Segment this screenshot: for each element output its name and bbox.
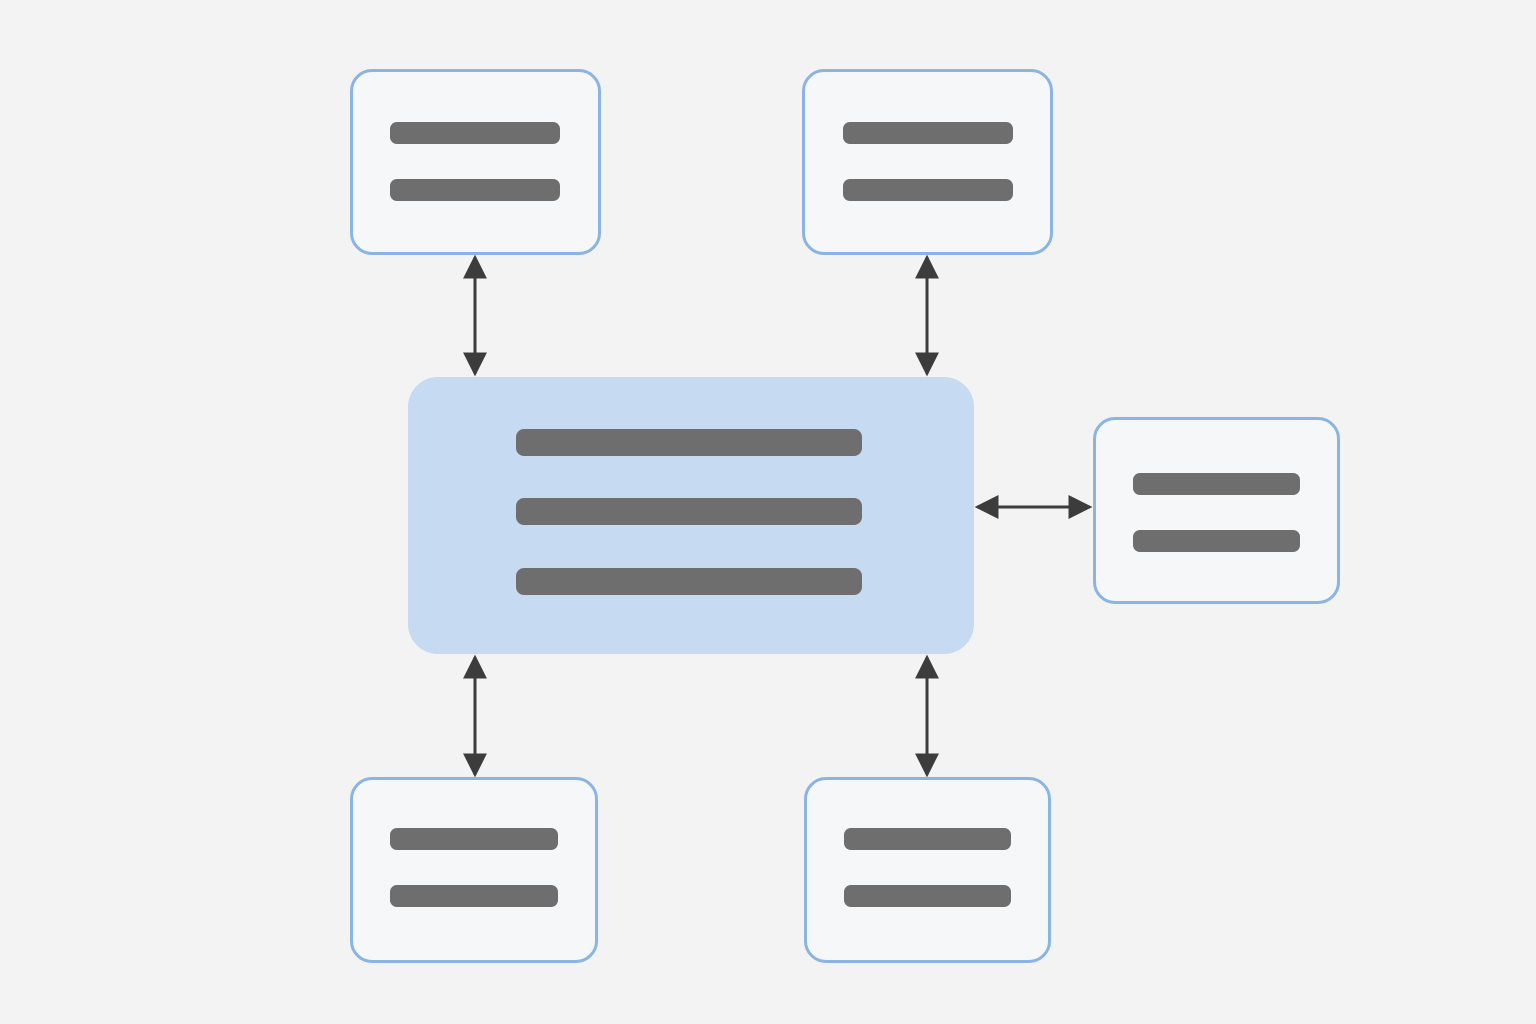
placeholder-text-line — [843, 122, 1013, 144]
placeholder-text-line — [390, 179, 560, 201]
node-top-left — [350, 69, 601, 255]
placeholder-text-line — [844, 828, 1011, 850]
node-bottom-right — [804, 777, 1051, 963]
placeholder-text-line — [1133, 473, 1300, 495]
node-hub — [408, 377, 974, 654]
node-top-right — [802, 69, 1053, 255]
placeholder-text-line — [516, 568, 862, 595]
placeholder-text-line — [516, 498, 862, 525]
placeholder-text-line — [844, 885, 1011, 907]
placeholder-text-line — [843, 179, 1013, 201]
placeholder-text-line — [390, 885, 558, 907]
placeholder-text-line — [1133, 530, 1300, 552]
placeholder-text-line — [390, 122, 560, 144]
placeholder-text-line — [390, 828, 558, 850]
node-right — [1093, 417, 1340, 604]
node-bottom-left — [350, 777, 598, 963]
placeholder-text-line — [516, 429, 862, 456]
